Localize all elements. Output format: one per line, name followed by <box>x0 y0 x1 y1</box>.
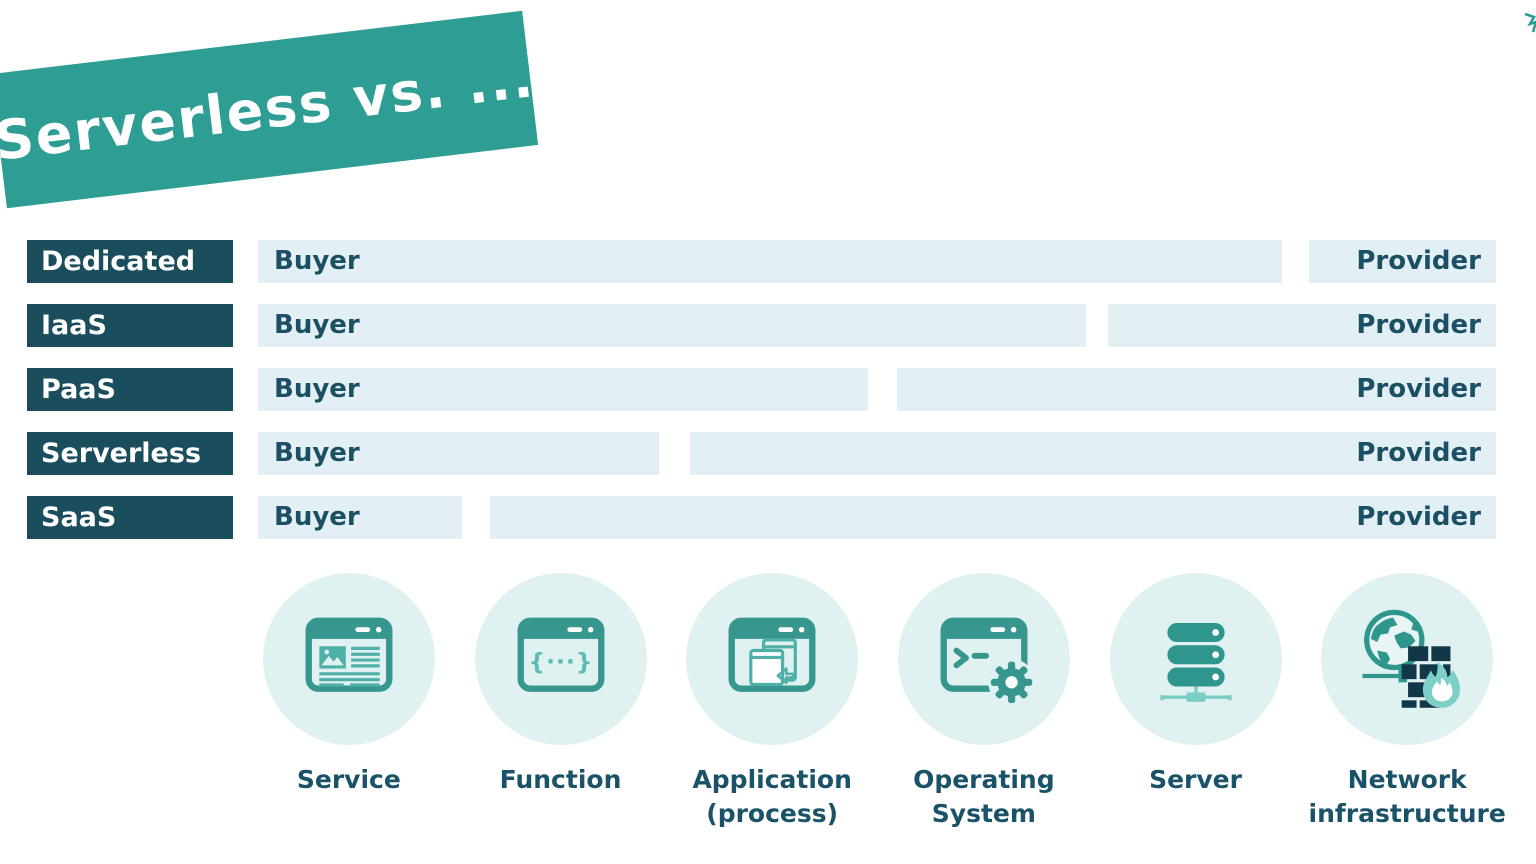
legend-item-function: {···} Function <box>455 573 667 831</box>
buyer-bar: Buyer <box>258 432 659 475</box>
legend-circle <box>897 573 1070 745</box>
responsibility-track: Buyer Provider <box>258 368 1496 411</box>
application-windows-icon <box>728 617 816 692</box>
provider-bar: Provider <box>490 496 1496 539</box>
legend-circle <box>686 573 859 745</box>
responsibility-track: Buyer Provider <box>258 496 1496 539</box>
provider-bar: Provider <box>897 368 1496 411</box>
row-label: Dedicated <box>27 240 233 283</box>
row-label: IaaS <box>27 304 233 347</box>
corner-decoration-mark <box>1524 12 1536 33</box>
matrix-row-saas: SaaS Buyer Provider <box>0 496 1536 539</box>
provider-bar: Provider <box>1108 304 1496 347</box>
legend-item-service: Service <box>243 573 455 831</box>
network-globe-firewall-icon <box>1362 609 1461 708</box>
matrix-row-iaas: IaaS Buyer Provider <box>0 304 1536 347</box>
browser-service-icon <box>305 617 393 692</box>
legend-circle: {···} <box>474 573 647 745</box>
row-label: PaaS <box>27 368 233 411</box>
legend-label: Service <box>296 765 401 794</box>
legend-label: Operating System <box>913 765 1055 828</box>
legend-circle <box>1109 573 1282 745</box>
os-terminal-gear-icon <box>940 617 1035 706</box>
legend-item-network-infrastructure: Network infrastructure <box>1301 573 1513 831</box>
responsibility-track: Buyer Provider <box>258 432 1496 475</box>
buyer-bar: Buyer <box>258 496 462 539</box>
legend-item-server: Server <box>1090 573 1302 831</box>
server-stack-icon <box>1159 622 1232 702</box>
svg-text:{···}: {···} <box>528 649 593 676</box>
legend-label: Network infrastructure <box>1308 765 1506 828</box>
buyer-bar: Buyer <box>258 368 868 411</box>
legend-label: Server <box>1149 765 1242 794</box>
row-label: Serverless <box>27 432 233 475</box>
title-banner: Serverless vs. ... <box>0 10 539 209</box>
legend-circle <box>262 573 435 745</box>
matrix-row-paas: PaaS Buyer Provider <box>0 368 1536 411</box>
legend-row: Service {···} Function <box>243 573 1513 831</box>
matrix-row-serverless: Serverless Buyer Provider <box>0 432 1536 475</box>
legend-item-application: Application (process) <box>666 573 878 831</box>
legend-label: Application (process) <box>692 765 852 828</box>
slide-title: Serverless vs. ... <box>0 46 538 173</box>
legend-label: Function <box>499 765 622 794</box>
buyer-bar: Buyer <box>258 240 1282 283</box>
legend-item-operating-system: Operating System <box>878 573 1090 831</box>
row-label: SaaS <box>27 496 233 539</box>
matrix-row-dedicated: Dedicated Buyer Provider <box>0 240 1536 283</box>
responsibility-track: Buyer Provider <box>258 240 1496 283</box>
buyer-bar: Buyer <box>258 304 1086 347</box>
responsibility-track: Buyer Provider <box>258 304 1496 347</box>
legend-circle <box>1321 573 1494 745</box>
provider-bar: Provider <box>1309 240 1496 283</box>
function-braces-icon: {···} <box>517 617 604 692</box>
provider-bar: Provider <box>690 432 1496 475</box>
